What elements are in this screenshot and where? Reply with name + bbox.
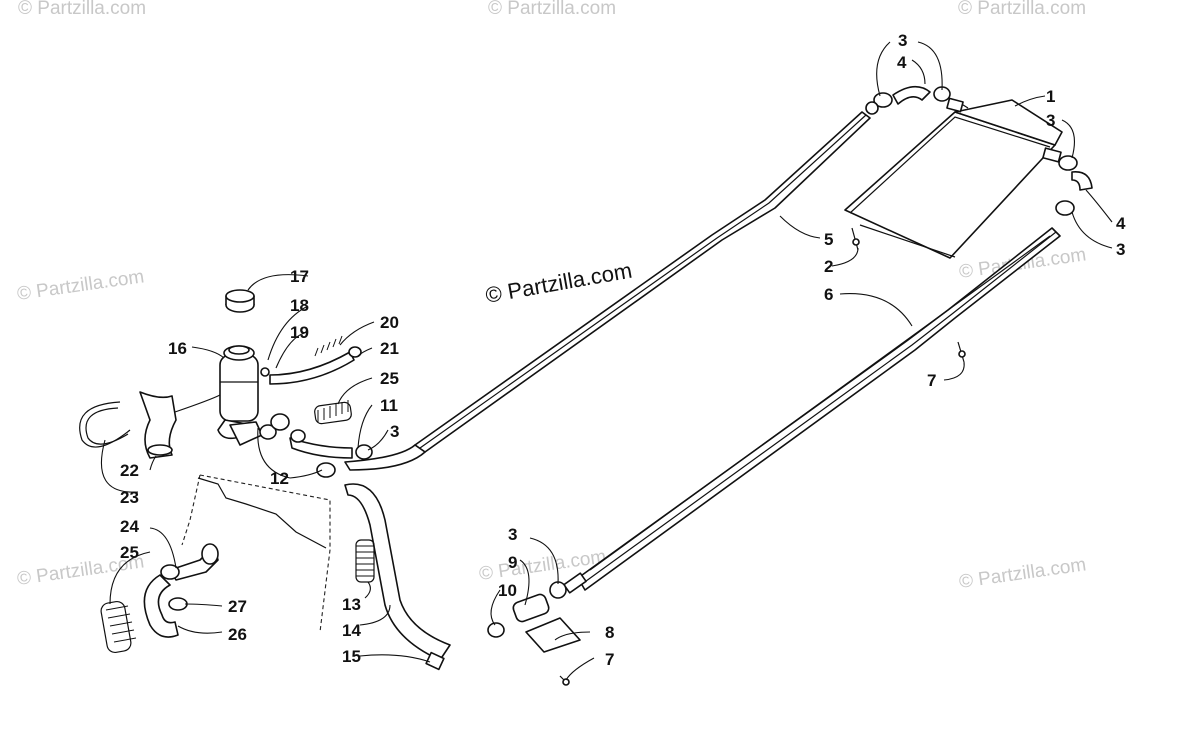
lower-fittings (487, 581, 581, 686)
bleeder-fittings (851, 227, 966, 363)
callout-3a: 3 (898, 31, 907, 50)
callout-4a: 4 (897, 53, 907, 72)
tunnel-cooler-right (563, 227, 1061, 594)
overflow-hose (260, 335, 362, 385)
watermark-top-right: © Partzilla.com (958, 0, 1086, 19)
callout-16: 16 (168, 339, 187, 358)
engine-outline (181, 474, 331, 633)
callout-4b: 4 (1116, 214, 1126, 233)
tunnel-cooler-left (344, 111, 871, 471)
callout-18: 18 (290, 296, 309, 315)
top-hose-connections (865, 85, 1093, 216)
hose-sleeve-left (100, 600, 137, 654)
watermark-left: © Partzilla.com (16, 266, 146, 305)
heat-exchanger-panel (844, 97, 1063, 259)
lower-left-hose (143, 543, 219, 638)
callout-21: 21 (380, 339, 399, 358)
watermark-top-center: © Partzilla.com (488, 0, 616, 19)
callout-23: 23 (120, 488, 139, 507)
callout-10: 10 (498, 581, 517, 600)
callout-20: 20 (380, 313, 399, 332)
callout-12: 12 (270, 469, 289, 488)
callout-19: 19 (290, 323, 309, 342)
callout-25a: 25 (380, 369, 399, 388)
callout-9: 9 (508, 553, 517, 572)
callout-5: 5 (824, 230, 833, 249)
callout-3b: 3 (1046, 111, 1055, 130)
callout-6: 6 (824, 285, 833, 304)
callout-17: 17 (290, 267, 309, 286)
watermark-top-left: © Partzilla.com (18, 0, 146, 19)
callout-15: 15 (342, 647, 361, 666)
lower-hose (344, 483, 451, 671)
leader-lines (100, 41, 1113, 681)
bottle-outlet-hoses (229, 413, 373, 478)
filler-cap (225, 289, 255, 313)
callout-8: 8 (605, 623, 614, 642)
callout-14: 14 (342, 621, 361, 640)
callout-1: 1 (1046, 87, 1055, 106)
callout-labels: 3 4 1 3 4 3 5 2 6 7 8 7 3 9 10 17 18 19 … (120, 31, 1126, 669)
hose-sleeve-lower (355, 539, 375, 583)
callout-25b: 25 (120, 543, 139, 562)
watermark-main: © Partzilla.com (484, 258, 634, 308)
callout-11: 11 (380, 396, 398, 415)
callout-3e: 3 (390, 422, 399, 441)
callout-13: 13 (342, 595, 361, 614)
callout-7b: 7 (605, 650, 614, 669)
watermark-bottom-right: © Partzilla.com (958, 554, 1088, 593)
callout-3d: 3 (508, 525, 517, 544)
callout-2: 2 (824, 257, 833, 276)
callout-7a: 7 (927, 371, 936, 390)
callout-26: 26 (228, 625, 247, 644)
callout-27: 27 (228, 597, 247, 616)
hose-sleeve-upper (314, 400, 352, 425)
mounting-bracket (79, 391, 177, 459)
callout-3c: 3 (1116, 240, 1125, 259)
callout-24: 24 (120, 517, 139, 536)
callout-22: 22 (120, 461, 139, 480)
